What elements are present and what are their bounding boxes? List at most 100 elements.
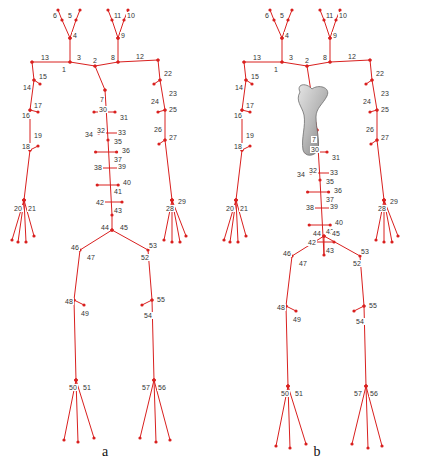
joint-dot: [36, 144, 39, 147]
joint-dot: [380, 444, 383, 447]
joint-dot: [305, 64, 308, 67]
joint-dot: [234, 198, 237, 201]
bone-line: [352, 386, 366, 444]
callout-number: 42: [307, 239, 317, 246]
joint-dot: [308, 223, 311, 226]
callout-number: 25: [380, 106, 390, 113]
skeleton-figure: [10, 8, 187, 443]
joint-dot: [96, 183, 99, 186]
callout-number: 43: [113, 207, 123, 214]
bone-line: [76, 380, 94, 438]
joint-dot: [368, 58, 371, 61]
joint-dot: [158, 78, 161, 81]
callout-number: 19: [33, 132, 43, 139]
joint-dot: [140, 303, 143, 306]
joint-dot: [318, 8, 321, 11]
callout-number: 43: [325, 247, 335, 254]
callout-number: 44: [312, 230, 322, 237]
joint-dot: [178, 240, 181, 243]
callout-number: 47: [86, 254, 96, 261]
callout-number: 7: [99, 96, 105, 103]
bone-line: [286, 236, 324, 386]
callout-number: 30: [98, 106, 108, 113]
joint-dot: [38, 82, 41, 85]
callout-number: 35: [325, 178, 335, 185]
callout-number: 13: [252, 54, 262, 61]
callout-number: 13: [40, 54, 50, 61]
joint-dot: [328, 60, 331, 63]
joint-dot: [362, 304, 365, 307]
bone-line: [314, 242, 334, 243]
bone-line: [74, 230, 112, 380]
callout-number: 16: [233, 112, 243, 119]
callout-number: 12: [135, 53, 145, 60]
joint-dot: [375, 138, 378, 141]
callout-number: 56: [369, 390, 379, 397]
callout-number: 2: [304, 57, 310, 64]
joint-dot: [10, 238, 13, 241]
joint-dot: [272, 18, 275, 21]
joint-dot: [288, 446, 291, 449]
callout-number: 10: [338, 12, 348, 19]
callout-number: 32: [308, 167, 318, 174]
joint-dot: [76, 440, 79, 443]
callout-number: 17: [245, 102, 255, 109]
joint-dot: [375, 108, 378, 111]
callout-number: 25: [168, 106, 178, 113]
joint-dot: [294, 309, 297, 312]
callout-number: 49: [292, 316, 302, 323]
callout-number: 11: [325, 12, 334, 19]
callout-number: 9: [332, 32, 338, 39]
joint-dot: [286, 384, 289, 387]
bone-line: [282, 38, 283, 62]
joint-dot: [110, 228, 113, 231]
joint-dot: [163, 108, 166, 111]
callout-number: 35: [113, 138, 123, 145]
callout-number: 55: [156, 296, 166, 303]
joint-dot: [74, 378, 77, 381]
callout-number: 3: [288, 54, 294, 61]
joint-dot: [22, 198, 25, 201]
joint-dot: [242, 60, 245, 63]
callout-number: 24: [362, 98, 372, 105]
callout-number: 15: [38, 73, 48, 80]
joint-dot: [163, 138, 166, 141]
joint-dot: [156, 58, 159, 61]
joint-dot: [32, 78, 35, 81]
joint-dot: [364, 384, 367, 387]
joint-dot: [170, 198, 173, 201]
callout-number: 54: [355, 318, 365, 325]
callout-number: 12: [347, 53, 357, 60]
joint-dot: [68, 60, 71, 63]
joint-dot: [244, 78, 247, 81]
callout-number: 50: [68, 384, 78, 391]
joint-dot: [170, 198, 173, 201]
bone-line: [330, 38, 331, 62]
callout-number: 26: [365, 126, 375, 133]
bone-line: [142, 300, 152, 305]
callout-number: 29: [177, 198, 187, 205]
joint-dot: [22, 198, 25, 201]
callout-number: 27: [168, 134, 178, 141]
callout-number: 48: [64, 298, 74, 305]
joint-dot: [30, 60, 33, 63]
joint-dot: [163, 138, 166, 141]
joint-dot: [157, 142, 160, 145]
joint-dot: [228, 240, 231, 243]
joint-dot: [94, 150, 97, 153]
callout-number: 21: [239, 205, 249, 212]
joint-dot: [305, 64, 308, 67]
joint-dot: [382, 198, 385, 201]
callout-number: 38: [93, 164, 103, 171]
joint-dot: [382, 240, 385, 243]
joint-dot: [329, 223, 332, 226]
callout-number: 14: [22, 84, 32, 91]
bone-line: [70, 38, 71, 62]
callout-number: 45: [331, 230, 341, 237]
joint-dot: [168, 438, 171, 441]
callout-number: 46: [282, 250, 292, 257]
joint-dot: [382, 198, 385, 201]
joint-dot: [22, 198, 25, 201]
joint-dot: [22, 198, 25, 201]
joint-dot: [286, 384, 289, 387]
